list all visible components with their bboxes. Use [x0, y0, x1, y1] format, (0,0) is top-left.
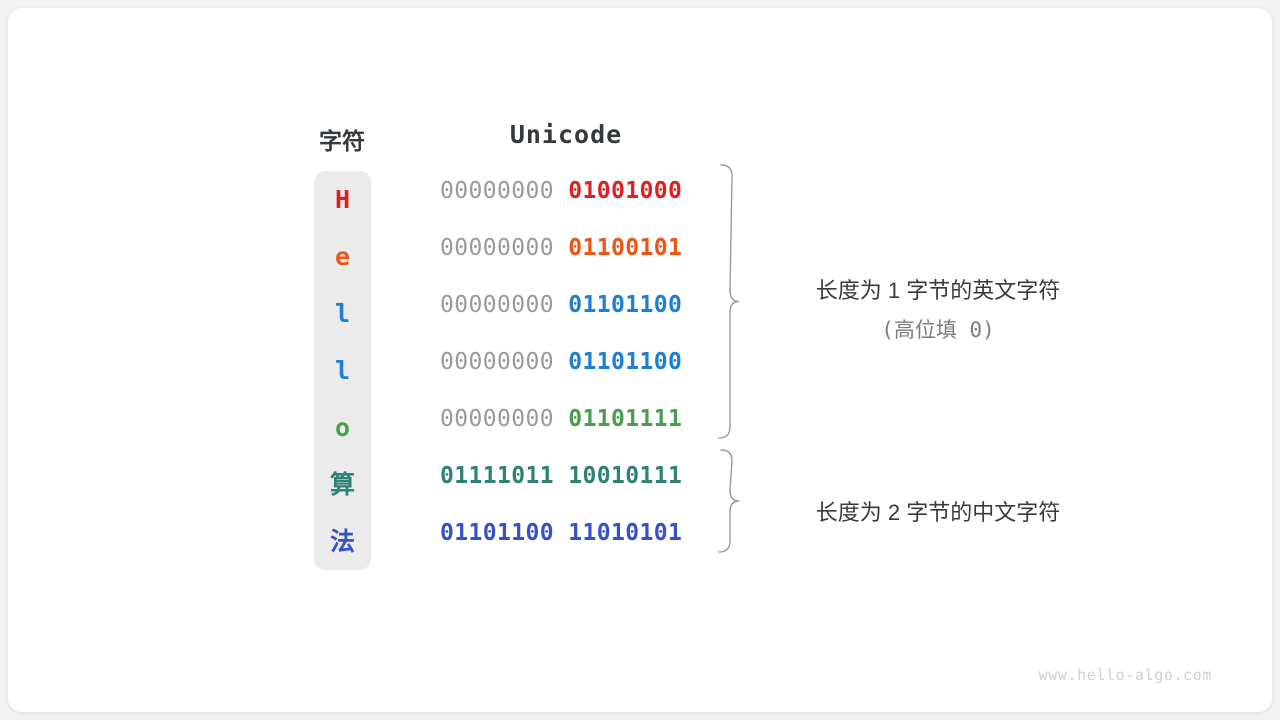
binary-low-byte: 11010101 [568, 520, 683, 546]
character-cell: e [334, 242, 351, 271]
binary-high-byte: 00000000 [440, 178, 554, 204]
binary-row: 00000000 01001000 [440, 163, 692, 220]
binary-row: 00000000 01101111 [440, 391, 692, 448]
binary-high-byte: 00000000 [440, 235, 554, 261]
binary-row: 00000000 01101100 [440, 334, 692, 391]
column-header-character: 字符 [319, 128, 365, 154]
binary-high-byte: 00000000 [440, 292, 554, 318]
character-cell: H [334, 185, 351, 214]
character-cell: 法 [329, 527, 355, 556]
character-cell: 算 [329, 470, 355, 499]
column-header-unicode: Unicode [509, 120, 623, 149]
binary-high-byte: 01111011 [440, 463, 554, 489]
annotation-single-byte-line1: 长度为 1 字节的英文字符 [815, 278, 1061, 303]
watermark: www.hello-algo.com [1038, 666, 1212, 684]
character-cell: o [334, 413, 351, 442]
binary-high-byte: 00000000 [440, 406, 554, 432]
binary-row: 01111011 10010111 [440, 448, 692, 505]
binary-low-byte: 01101100 [568, 349, 683, 375]
binary-low-byte: 01100101 [568, 235, 683, 261]
binary-low-byte: 01101111 [568, 406, 683, 432]
annotation-single-byte: 长度为 1 字节的英文字符 (高位填 0) [768, 273, 1108, 344]
binary-low-byte: 01101100 [568, 292, 683, 318]
annotation-double-byte: 长度为 2 字节的中文字符 [768, 495, 1108, 527]
binary-row: 00000000 01101100 [440, 277, 692, 334]
binary-high-byte: 00000000 [440, 349, 554, 375]
binary-row: 00000000 01100101 [440, 220, 692, 277]
binary-low-byte: 10010111 [568, 463, 683, 489]
brace-double-byte [718, 449, 740, 553]
binary-row: 01101100 11010101 [440, 505, 692, 562]
annotation-single-byte-line2: (高位填 0) [881, 318, 995, 342]
brace-single-byte [718, 164, 740, 439]
character-cell: l [334, 299, 351, 328]
binary-low-byte: 01001000 [568, 178, 683, 204]
character-cell: l [334, 356, 351, 385]
binary-high-byte: 01101100 [440, 520, 554, 546]
annotation-double-byte-line1: 长度为 2 字节的中文字符 [815, 500, 1061, 525]
